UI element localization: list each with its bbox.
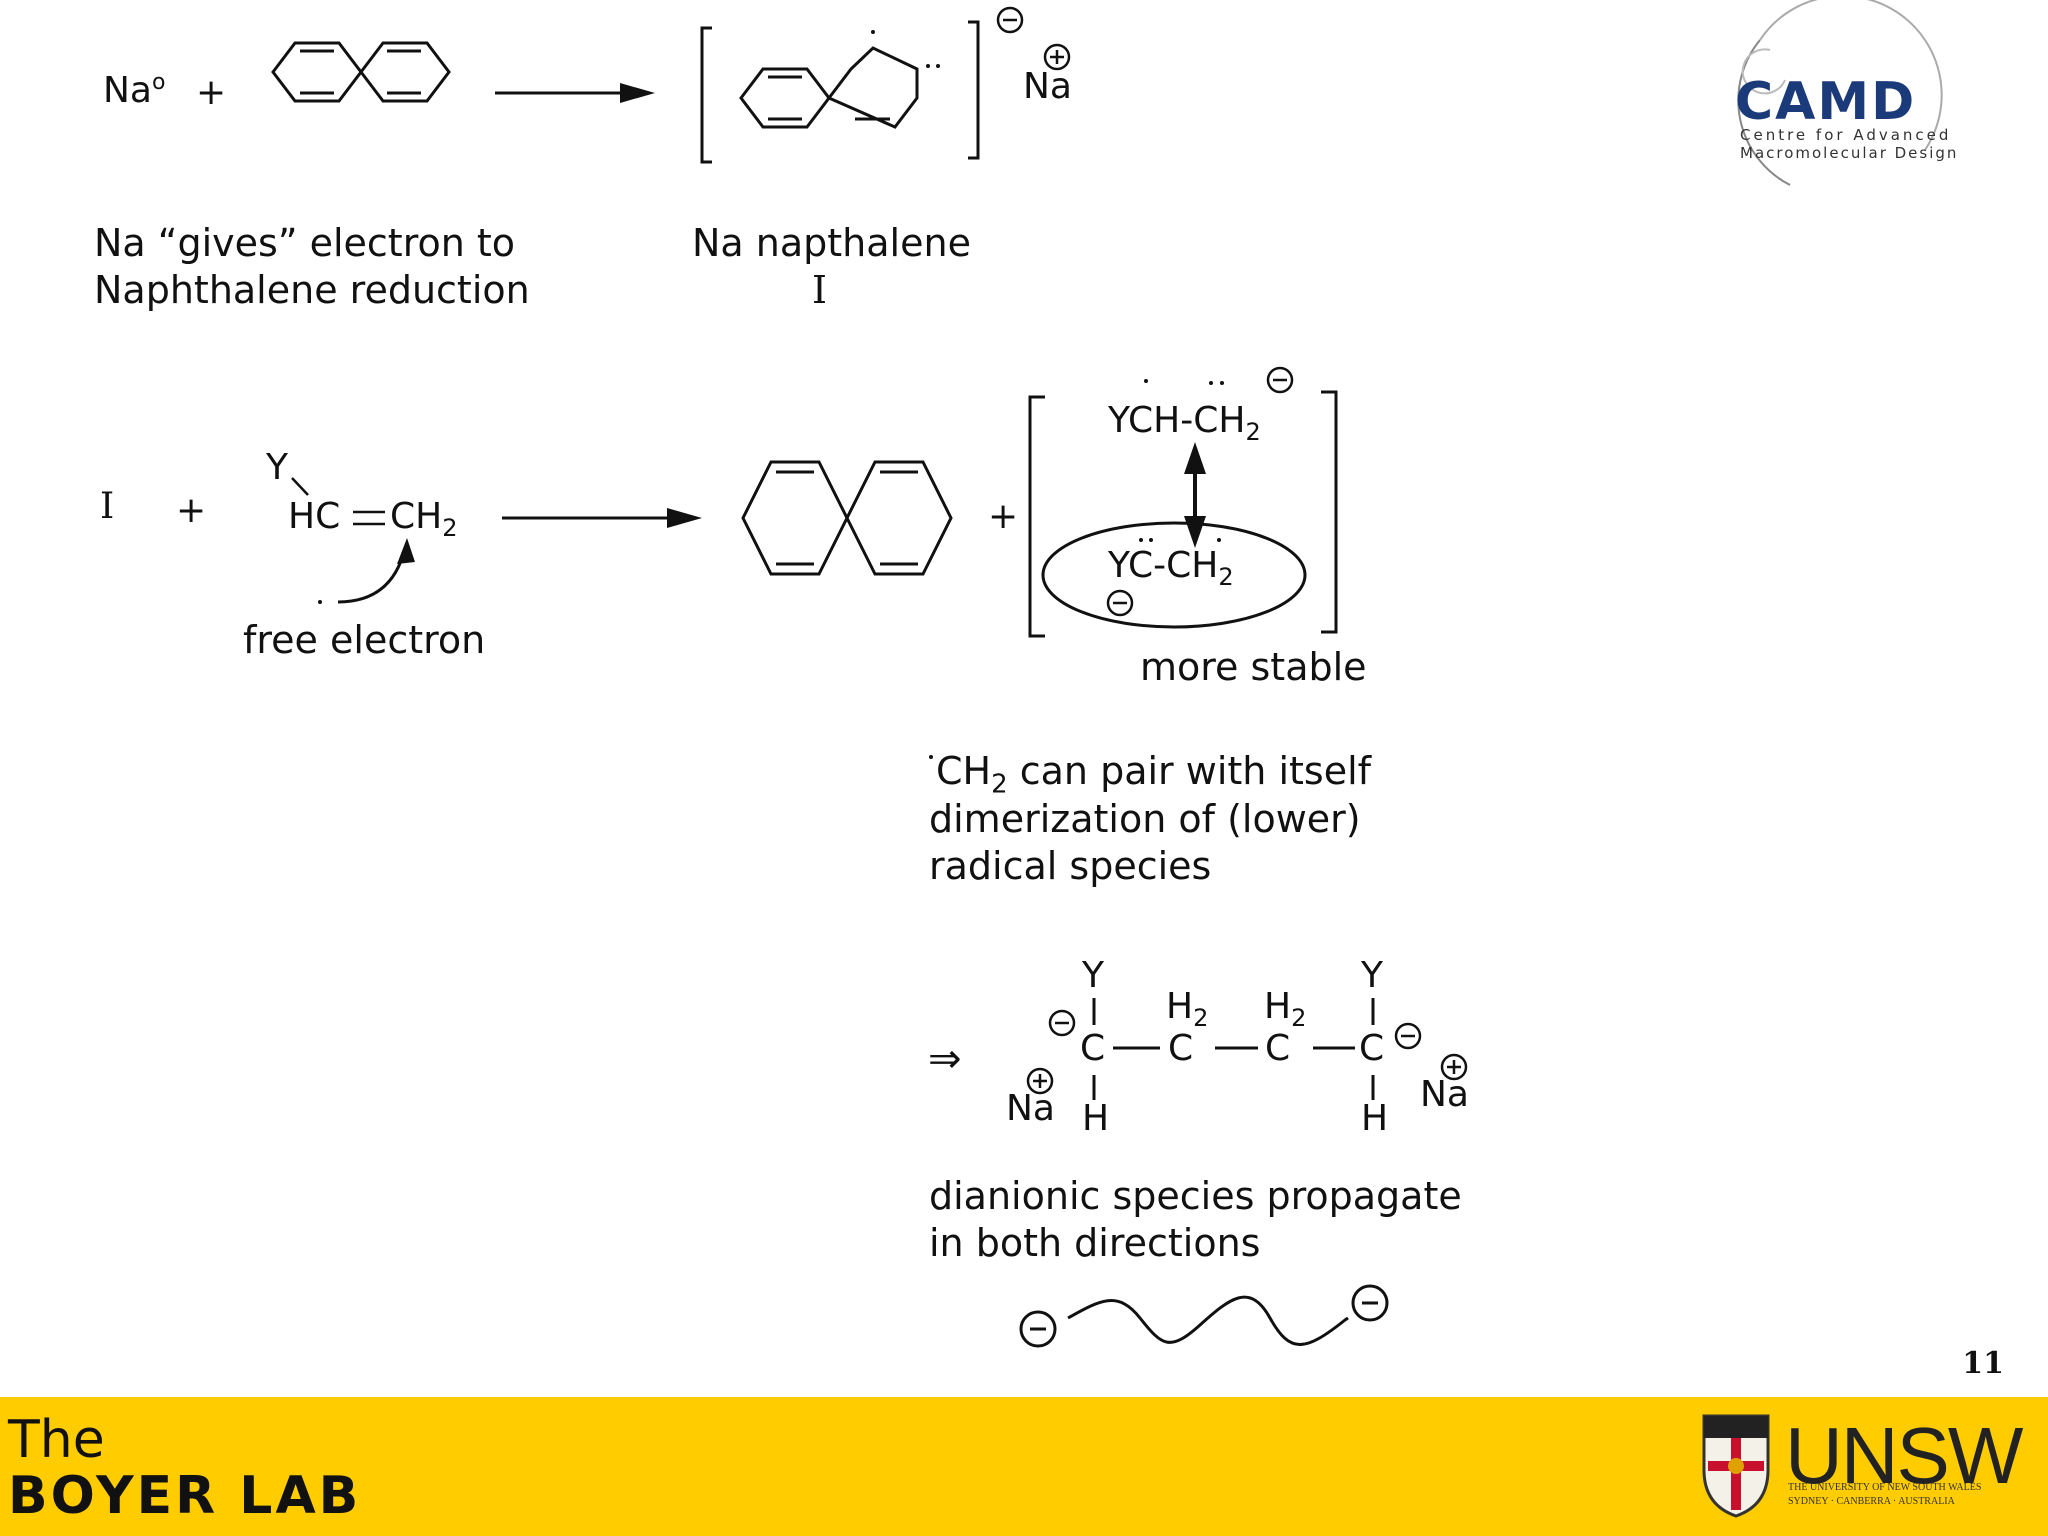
plus-charge-icon [1440, 1053, 1468, 1081]
dianion-na-right: Na [1420, 1074, 1469, 1115]
unsw-subtitle-line1: THE UNIVERSITY OF NEW SOUTH WALES [1788, 1482, 1982, 1493]
dianion-carbon: C [1168, 1028, 1194, 1069]
radical-dot [871, 30, 875, 34]
minus-charge-icon [996, 6, 1024, 34]
electron-curved-arrow [337, 547, 407, 604]
lone-pair-dot [1220, 381, 1224, 385]
free-electron-label: free electron [243, 618, 486, 662]
plus-sign: + [176, 490, 207, 531]
resonance-double-arrow [1184, 442, 1206, 548]
note-line2: dimerization of (lower) [929, 797, 1361, 841]
naphthalene-product [741, 460, 953, 576]
radical-dot [929, 755, 933, 759]
dianion-caption-line2: in both directions [929, 1221, 1261, 1265]
lab-name-line2: BOYER LAB [8, 1466, 362, 1526]
minus-charge-icon [1266, 366, 1294, 394]
y-bond [291, 477, 309, 496]
monomer-y: Y [266, 447, 288, 488]
lone-pair-dot [926, 64, 930, 68]
dianion-h-left: H [1082, 1098, 1110, 1139]
unsw-logo: UNSW [1785, 1411, 2023, 1500]
plus-charge-icon [1043, 43, 1071, 71]
radical-dot [1217, 538, 1221, 542]
resonance-bottom-form: YC-CH2 [1108, 545, 1234, 592]
implies-arrow: ⇒ [928, 1036, 962, 1082]
naphthalene-reactant [271, 41, 451, 103]
resonance-bracket [1028, 390, 1338, 638]
note-line1: CH2 can pair with itself [936, 749, 1372, 800]
dianion-caption-line1: dianionic species propagate [929, 1174, 1462, 1218]
lone-pair-dot [1149, 538, 1153, 542]
camd-logo-arc [1737, 0, 1943, 186]
dianion-h-right: H [1361, 1098, 1389, 1139]
stable-form-ellipse [1041, 521, 1307, 629]
lone-pair-dot [1209, 381, 1213, 385]
propagating-chain [1019, 1284, 1389, 1348]
dianion-carbon: C [1359, 1028, 1385, 1069]
na-reactant: Nao [103, 70, 166, 111]
lab-name-line1: The [8, 1410, 105, 1470]
naphthalene-radical-anion [700, 20, 980, 164]
minus-charge-icon [1048, 1009, 1076, 1037]
page-number: 11 [1962, 1346, 2004, 1381]
caption-right-line2: I [812, 268, 828, 312]
monomer-hc: HC [288, 496, 341, 537]
caption-left-line2: Naphthalene reduction [94, 268, 530, 312]
camd-logo: CAMD [1735, 72, 1917, 132]
monomer-ch2: CH2 [390, 496, 458, 543]
dianion-na-left: Na [1006, 1088, 1055, 1129]
lone-pair-dot [1139, 538, 1143, 542]
dianion-y-right: Y [1361, 955, 1383, 996]
plus-charge-icon [1026, 1067, 1054, 1095]
plus-sign: + [196, 72, 227, 113]
dianion-bonds [1092, 998, 1375, 1100]
radical-dot [1144, 379, 1148, 383]
dianion-ch2-right: H2 [1264, 986, 1307, 1033]
dianion-carbon: C [1080, 1028, 1106, 1069]
dianion-ch2-left: H2 [1166, 986, 1209, 1033]
unsw-subtitle-line2: SYDNEY · CANBERRA · AUSTRALIA [1788, 1496, 1955, 1507]
caption-right-line1: Na napthalene [692, 221, 971, 265]
na-cation-label: Na [1023, 66, 1072, 107]
resonance-top-form: YCH-CH2 [1108, 400, 1261, 447]
electron-arrowhead [397, 538, 415, 564]
minus-charge-icon [1394, 1022, 1422, 1050]
reaction-arrow-1 [495, 83, 655, 103]
caption-left-line1: Na “gives” electron to [94, 221, 516, 265]
camd-subtitle-line1: Centre for Advanced [1740, 126, 1952, 144]
minus-charge-icon [1106, 589, 1134, 617]
camd-subtitle-line2: Macromolecular Design [1740, 144, 1959, 162]
reaction-structures [271, 0, 1943, 1348]
dianion-carbon: C [1265, 1028, 1291, 1069]
unsw-crest-icon [1702, 1414, 1770, 1518]
dianion-y-left: Y [1082, 955, 1104, 996]
plus-sign: + [988, 496, 1019, 537]
footer-notch [14, 1387, 1600, 1399]
note-line3: radical species [929, 844, 1212, 888]
reactant-I: I [100, 486, 115, 527]
reaction-arrow-2 [502, 508, 702, 528]
free-electron-dot [318, 600, 322, 604]
lone-pair-dot [936, 64, 940, 68]
more-stable-label: more stable [1140, 645, 1367, 689]
